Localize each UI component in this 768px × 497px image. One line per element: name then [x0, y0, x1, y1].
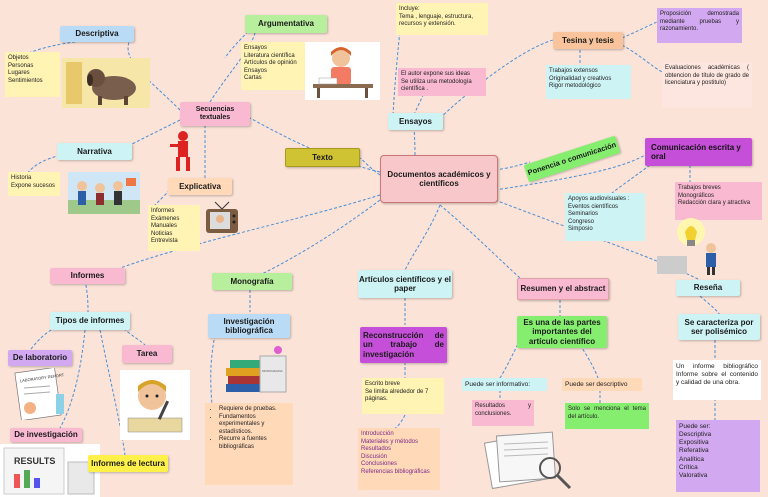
monografia-item: Fundamentos experimentales y estadístico…	[219, 414, 290, 437]
tesina-node[interactable]: Tesina y tesis	[553, 32, 623, 49]
tarea-node[interactable]: Tarea	[122, 345, 172, 363]
lab-report-label: LABORATORY REPORT	[20, 372, 65, 383]
monografia-item: Recurre a fuentes bibliográficas	[219, 436, 290, 451]
explicativa-list: Informes Exámenes Manuales Noticias Entr…	[148, 205, 200, 251]
lab-report-illustration: LABORATORY REPORT	[10, 368, 76, 420]
articulos-node[interactable]: Artículos científicos y el paper	[358, 270, 452, 298]
tipos-informes-node[interactable]: Tipos de informes	[50, 312, 130, 330]
escrito-breve-note: Escrito breve Se limita alrededor de 7 p…	[362, 378, 444, 414]
introduccion-note: Introducción Materiales y métodos Result…	[358, 428, 440, 490]
secuencias-node[interactable]: Secuencias textuales	[180, 102, 250, 126]
dog-illustration	[62, 58, 150, 108]
apoyos-note: Apoyos audiovisuales : Eventos científic…	[565, 193, 645, 241]
incluye-note: Incluye: Tema , lenguaje, estructura, re…	[396, 3, 488, 35]
trabajos-breves-note: Trabajos breves Monográficos Redacción c…	[675, 182, 762, 220]
presenter-illustration	[655, 214, 727, 276]
monografia-item: Requiere de pruebas.	[219, 406, 290, 414]
ensayos-node[interactable]: Ensayos	[388, 113, 443, 130]
doc-label: MONOGRAFIA	[262, 369, 283, 373]
investigacion-bib-node[interactable]: Investigación bibliográfica	[208, 314, 290, 338]
reconstruccion-node[interactable]: Reconstrucción de un trabajo de investig…	[360, 327, 447, 363]
evaluaciones-note: Evaluaciones académicas ( obtencion de t…	[662, 62, 752, 108]
descriptiva-node[interactable]: Descriptiva	[60, 26, 134, 42]
proposicion-note: Proposición demostrada mediante pruebas …	[657, 8, 742, 43]
central-node[interactable]: Documentos académicos y científicos	[380, 155, 498, 203]
papers-illustration	[478, 428, 578, 492]
books-illustration: MONOGRAFIA	[222, 344, 288, 398]
trabajos-extensos-note: Trabajos extensos Originalidad y creativ…	[546, 65, 631, 99]
tv-illustration	[203, 200, 241, 238]
argumentativa-node[interactable]: Argumentativa	[245, 15, 327, 33]
resultados-note: Resultados y conclusiones.	[472, 400, 534, 426]
results-illustration: RESULTS	[0, 444, 100, 497]
descriptiva-list: Objetos Personas Lugares Sentimientos	[5, 52, 60, 97]
informes-node[interactable]: Informes	[50, 268, 125, 284]
student-illustration	[120, 370, 190, 440]
woman-writing-illustration	[305, 42, 380, 100]
informativo-note: Puede ser informativo:	[462, 378, 547, 391]
texto-node[interactable]: Texto	[285, 148, 360, 167]
autor-note: El autor expone sus ideas Se utiliza una…	[398, 68, 486, 96]
monografia-node[interactable]: Monografía	[212, 273, 292, 290]
monografia-list: Requiere de pruebas. Fundamentos experim…	[205, 403, 293, 485]
resumen-node[interactable]: Resumen y el abstract	[517, 278, 609, 300]
polisemico-node[interactable]: Se caracteriza por ser polisémico	[678, 314, 760, 340]
explicativa-node[interactable]: Explicativa	[168, 178, 232, 195]
es-una-node[interactable]: Es una de las partes importantes del art…	[517, 316, 607, 348]
comunicacion-node[interactable]: Comunicación escrita y oral	[645, 138, 752, 166]
puede-ser-note: Puede ser: Descriptiva Expositiva Refera…	[676, 420, 760, 492]
de-investigacion-node[interactable]: De investigación	[10, 428, 82, 442]
results-label: RESULTS	[14, 456, 55, 466]
people-illustration	[68, 172, 140, 214]
speaker-illustration	[168, 130, 198, 175]
narrativa-list: Historia Expone sucesos	[8, 172, 60, 196]
descriptivo-note: Puede ser descriptivo	[562, 378, 642, 391]
argumentativa-list: Ensayos Literatura científica Artículos …	[241, 42, 309, 90]
informes-lectura-node[interactable]: Informes de lectura	[88, 455, 168, 472]
narrativa-node[interactable]: Narrativa	[57, 143, 132, 160]
resena-node[interactable]: Reseña	[676, 280, 740, 296]
un-informe-note: Un informe bibliográfico Informe sobre e…	[673, 360, 761, 400]
solo-note: Solo se menciona el tema del artículo.	[565, 403, 649, 429]
de-laboratorio-node[interactable]: De laboratorio	[8, 350, 72, 366]
